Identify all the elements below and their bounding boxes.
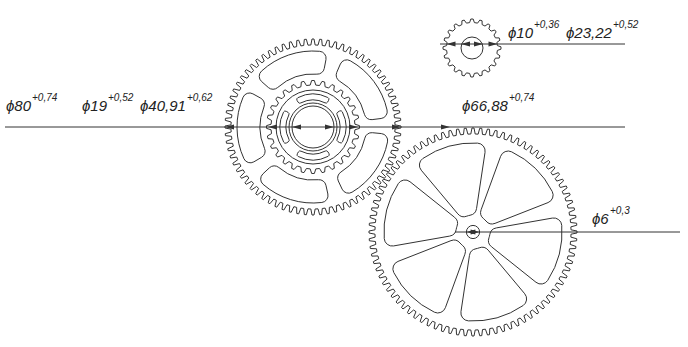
dimension-line xyxy=(455,232,680,233)
dimension-arrow xyxy=(392,124,401,129)
dimension-value: ϕ80 xyxy=(6,98,31,113)
dimension-value: ϕ19 xyxy=(82,98,107,113)
spoke-window xyxy=(338,133,388,194)
dimension-arrow xyxy=(225,124,234,129)
spoke-window xyxy=(336,60,387,120)
spoke-window xyxy=(237,93,265,163)
hub-slot xyxy=(297,94,329,103)
dimension-value: ϕ10 xyxy=(508,25,533,40)
tolerance: +0,52 xyxy=(108,93,133,103)
dimension-value: ϕ23,22 xyxy=(566,25,612,40)
spoke-window xyxy=(384,180,457,246)
tolerance: +0,52 xyxy=(613,20,638,30)
dimension-line xyxy=(5,127,625,128)
dimension-arrow xyxy=(471,229,480,234)
small-gear xyxy=(443,19,501,77)
hub-slot xyxy=(297,151,329,160)
dimension-lines xyxy=(5,41,680,234)
spoke-window xyxy=(481,151,553,224)
dimension-value: ϕ66,88 xyxy=(462,98,508,113)
dimension-value: ϕ40,91 xyxy=(140,98,186,113)
spoke-window xyxy=(393,240,465,313)
tolerance: +0,3 xyxy=(610,206,630,216)
dimension-arrow xyxy=(325,124,334,129)
spoke-window xyxy=(489,218,562,284)
dimension-arrow xyxy=(474,41,483,46)
dimension-arrow xyxy=(349,124,358,129)
dimension-arrow xyxy=(268,124,277,129)
spoke-window xyxy=(259,51,326,89)
dimension-arrow xyxy=(441,124,450,129)
dimension-arrow xyxy=(292,124,301,129)
spoke-window xyxy=(419,143,485,217)
spoke-window xyxy=(261,166,328,203)
dimension-arrow xyxy=(461,41,470,46)
tolerance: +0,74 xyxy=(32,93,57,103)
gears xyxy=(225,19,577,336)
tolerance: +0,36 xyxy=(534,20,559,30)
bore xyxy=(466,225,479,238)
dimension-arrow xyxy=(447,41,456,46)
tolerance: +0,62 xyxy=(187,93,212,103)
bore xyxy=(461,37,483,59)
tolerance: +0,74 xyxy=(509,93,534,103)
dimension-arrow xyxy=(489,41,498,46)
dimension-value: ϕ6 xyxy=(592,211,609,226)
spoke-window xyxy=(461,247,527,321)
